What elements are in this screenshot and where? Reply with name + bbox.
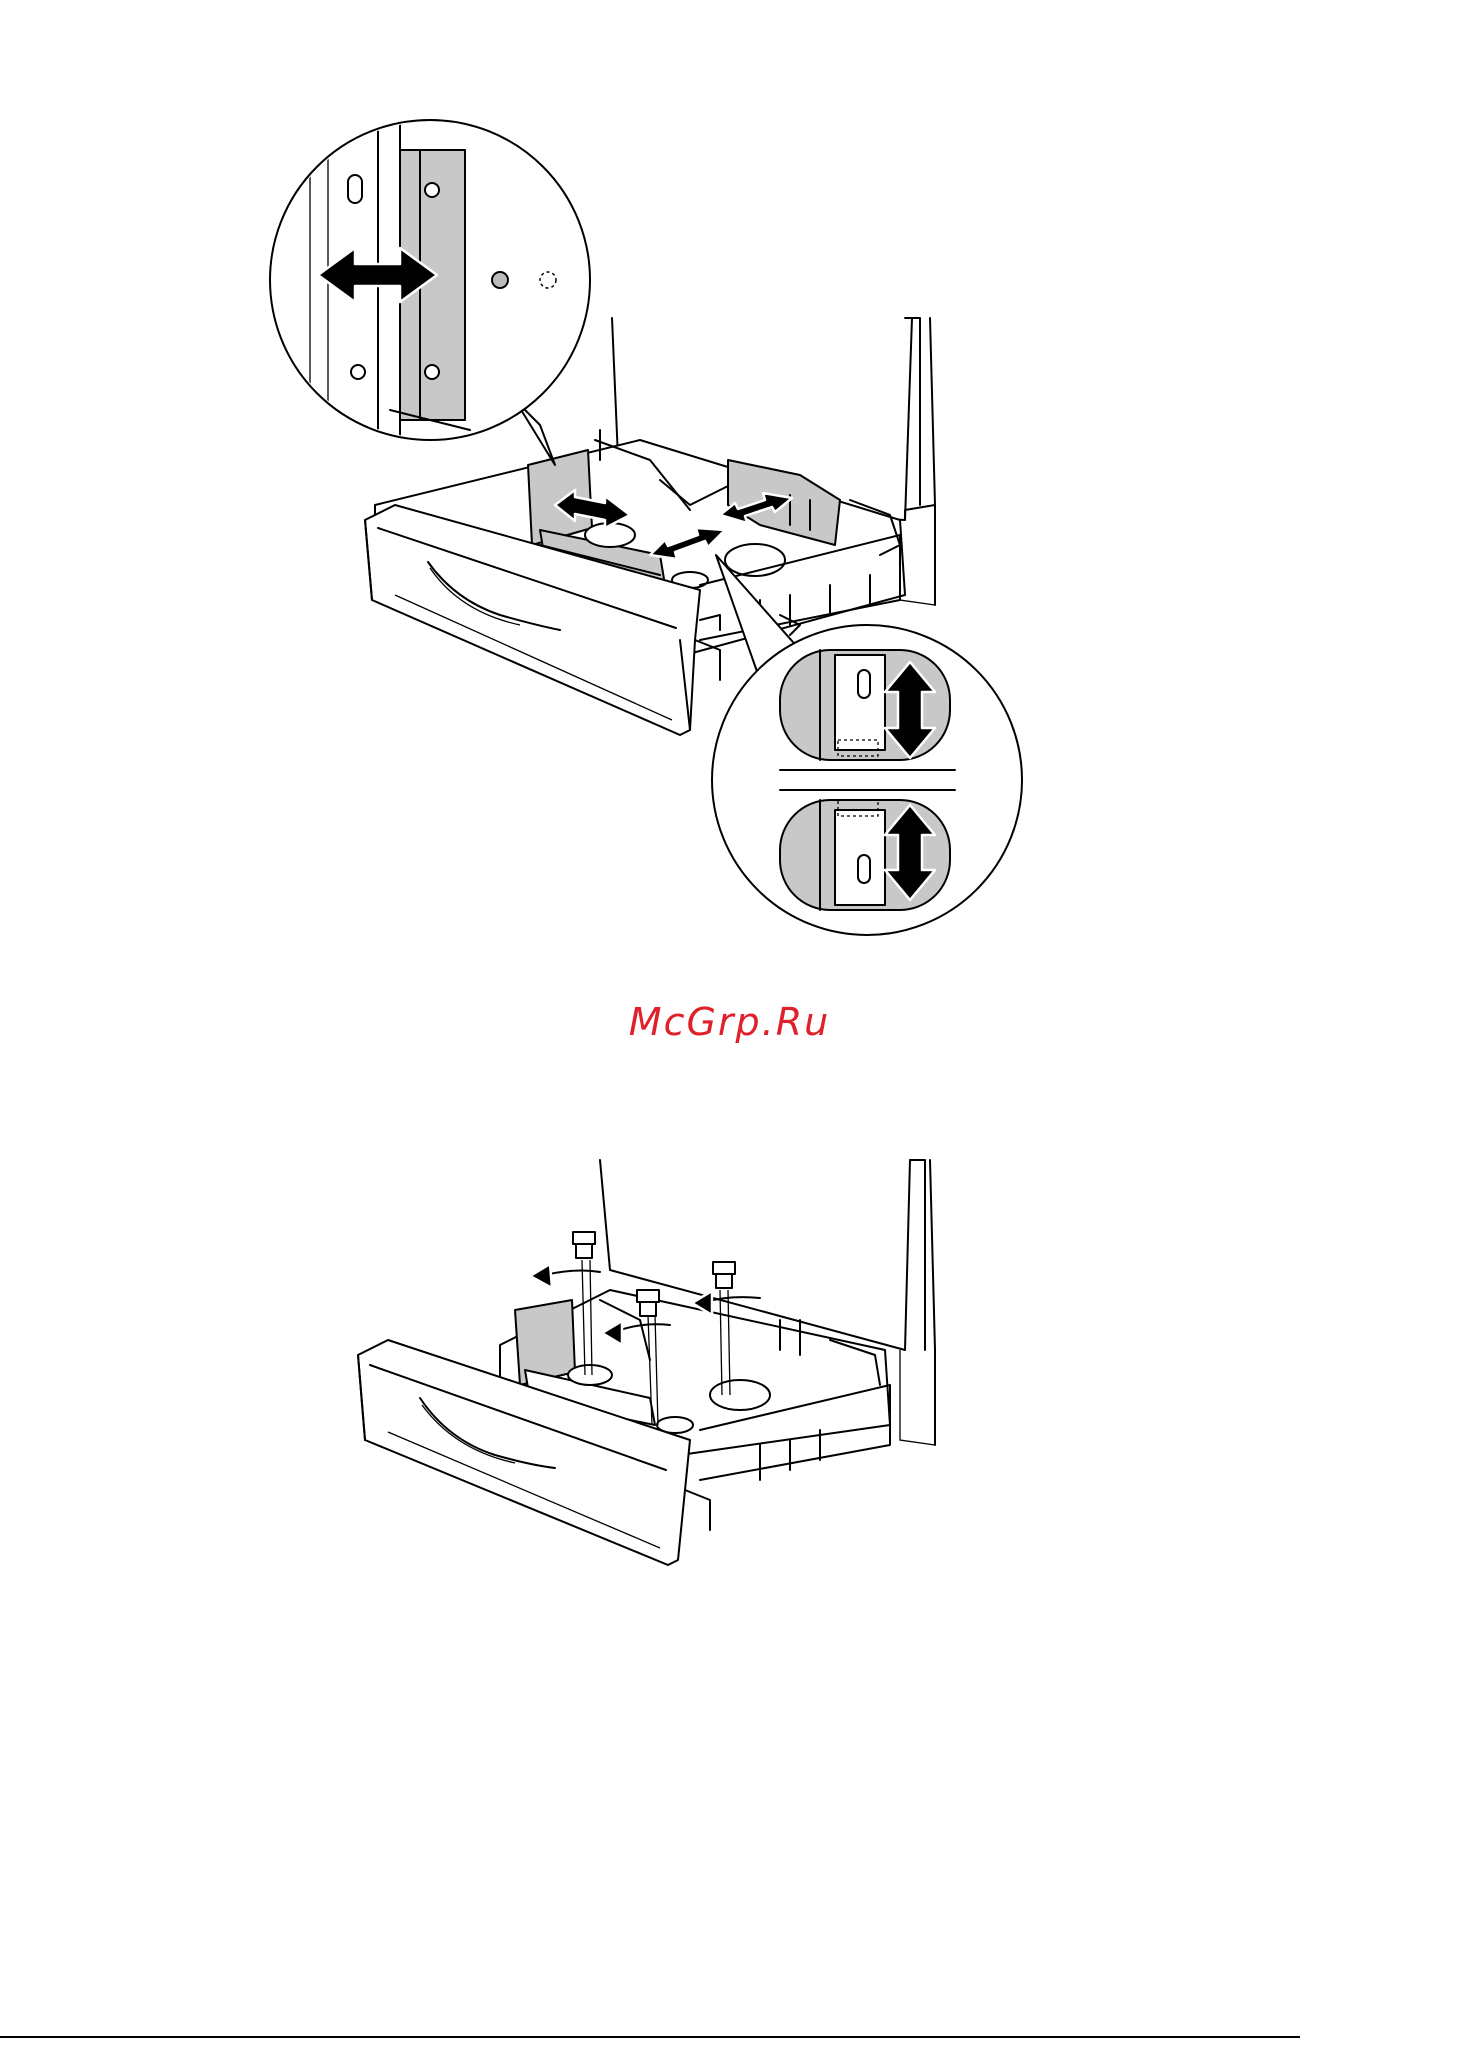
watermark-text: McGrp.Ru <box>0 1000 1459 1044</box>
paper-tray-screws-illustration <box>0 1150 1459 1610</box>
tray-screws-figure <box>0 1150 1459 1610</box>
footer-rule <box>0 2036 1300 2038</box>
tray-guides-figure <box>0 0 1459 980</box>
paper-tray-guides-illustration <box>0 0 1459 980</box>
